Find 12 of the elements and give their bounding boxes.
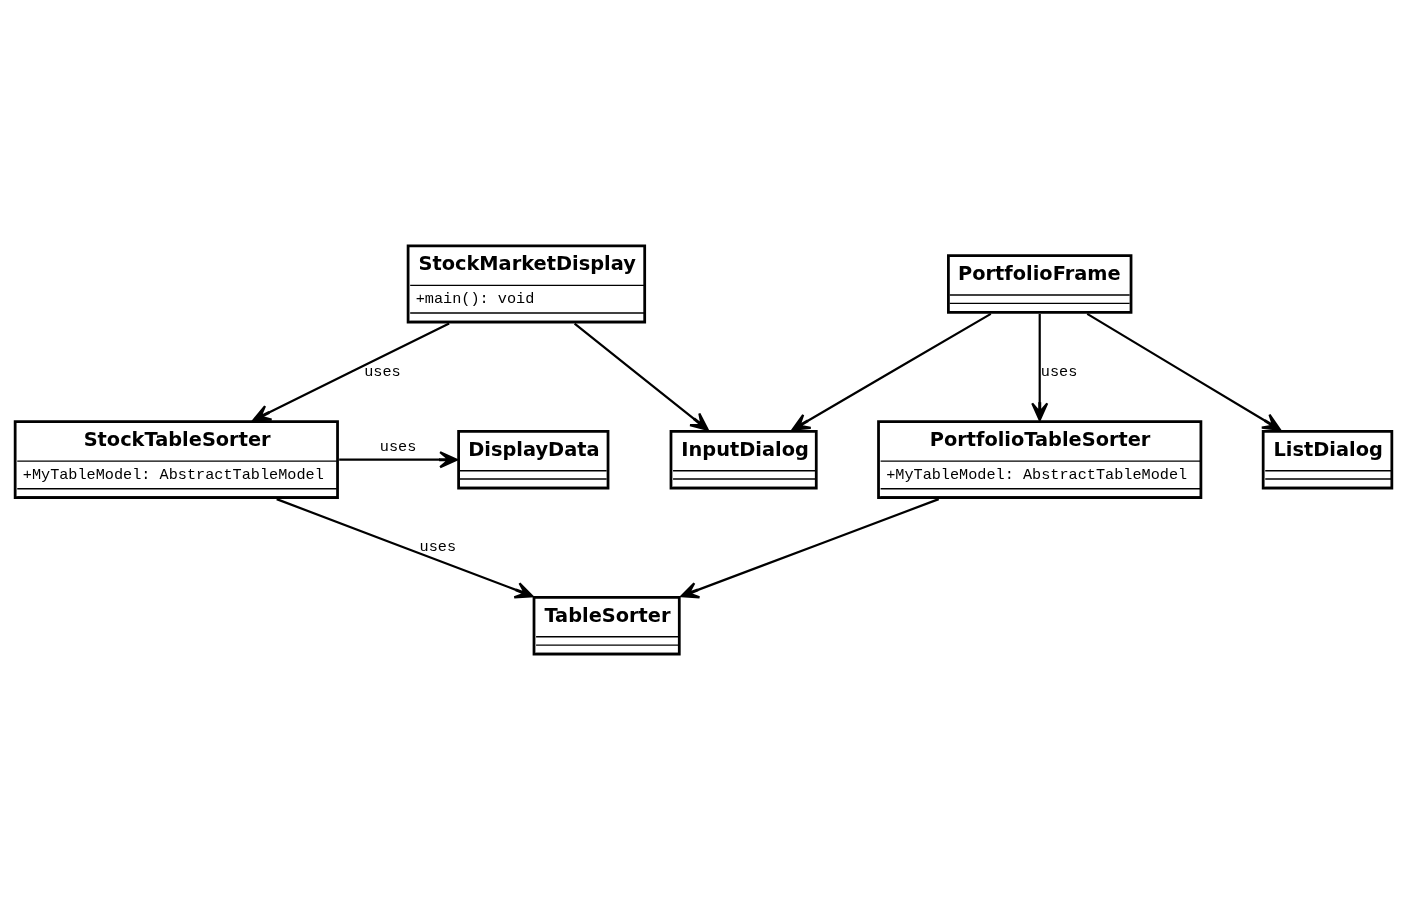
edge-label: uses [379,437,417,456]
edge-label: uses [1040,362,1078,381]
arrow [1086,312,1281,431]
arrow [1031,313,1049,421]
arrow [791,312,992,431]
arrow [276,497,534,598]
arrow [339,450,458,468]
arrow [573,322,709,431]
edge-label: uses [364,362,401,381]
arrow [252,322,450,421]
arrow [680,497,940,598]
edge-label: uses [419,537,457,556]
